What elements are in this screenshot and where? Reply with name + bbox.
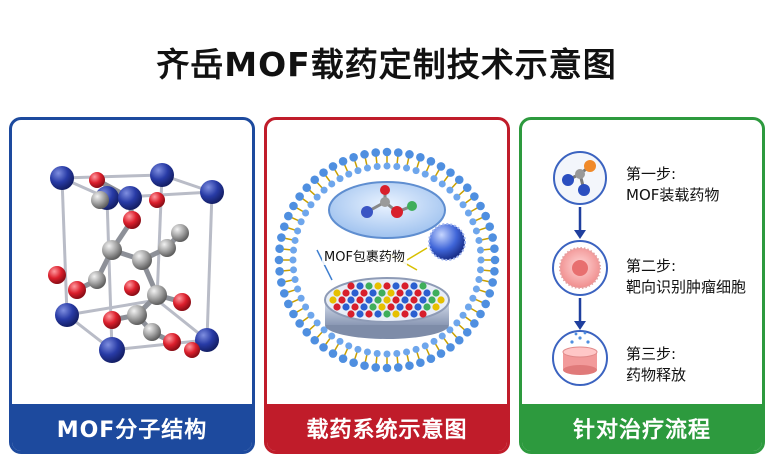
step-3-heading: 第三步:: [626, 345, 677, 363]
step-2: 第二步: 靶向识别肿瘤细胞: [626, 256, 746, 298]
step2-icon: [552, 240, 608, 296]
step-2-text: 靶向识别肿瘤细胞: [626, 278, 747, 296]
step-1-text: MOF装载药物: [626, 186, 720, 204]
step3-icon: [552, 330, 608, 386]
step-3-text: 药物释放: [626, 366, 687, 384]
panel-treatment-flow: 第一步: MOF装载药物 第二步: 靶向识别肿瘤细胞 第三步: 药物释放 针对治…: [519, 117, 765, 454]
mof-wrap-drug-label: MOF包裹药物: [322, 246, 407, 265]
step-1-heading: 第一步:: [626, 165, 677, 183]
page-title: 齐岳MOF载药定制技术示意图: [156, 45, 617, 84]
step-1: 第一步: MOF装载药物: [626, 164, 719, 206]
lipid-bilayer: [274, 147, 500, 373]
drug-particles: [329, 282, 445, 318]
mof-crystal-illustration: [48, 163, 224, 363]
liposome-illustration: [274, 147, 500, 373]
panel-delivery-system: MOF包裹药物 载药系统示意图: [264, 117, 510, 454]
panel-caption-delivery-system: 载药系统示意图: [267, 404, 507, 451]
step-3: 第三步: 药物释放: [626, 344, 686, 386]
step1-icon: [553, 151, 607, 205]
panel-caption-treatment-flow: 针对治疗流程: [522, 404, 762, 451]
step-2-heading: 第二步:: [626, 257, 677, 275]
panel-caption-mof-structure: MOF分子结构: [12, 404, 252, 451]
treatment-flow-illustration: [552, 151, 608, 386]
panel-mof-structure: MOF分子结构: [9, 117, 255, 454]
